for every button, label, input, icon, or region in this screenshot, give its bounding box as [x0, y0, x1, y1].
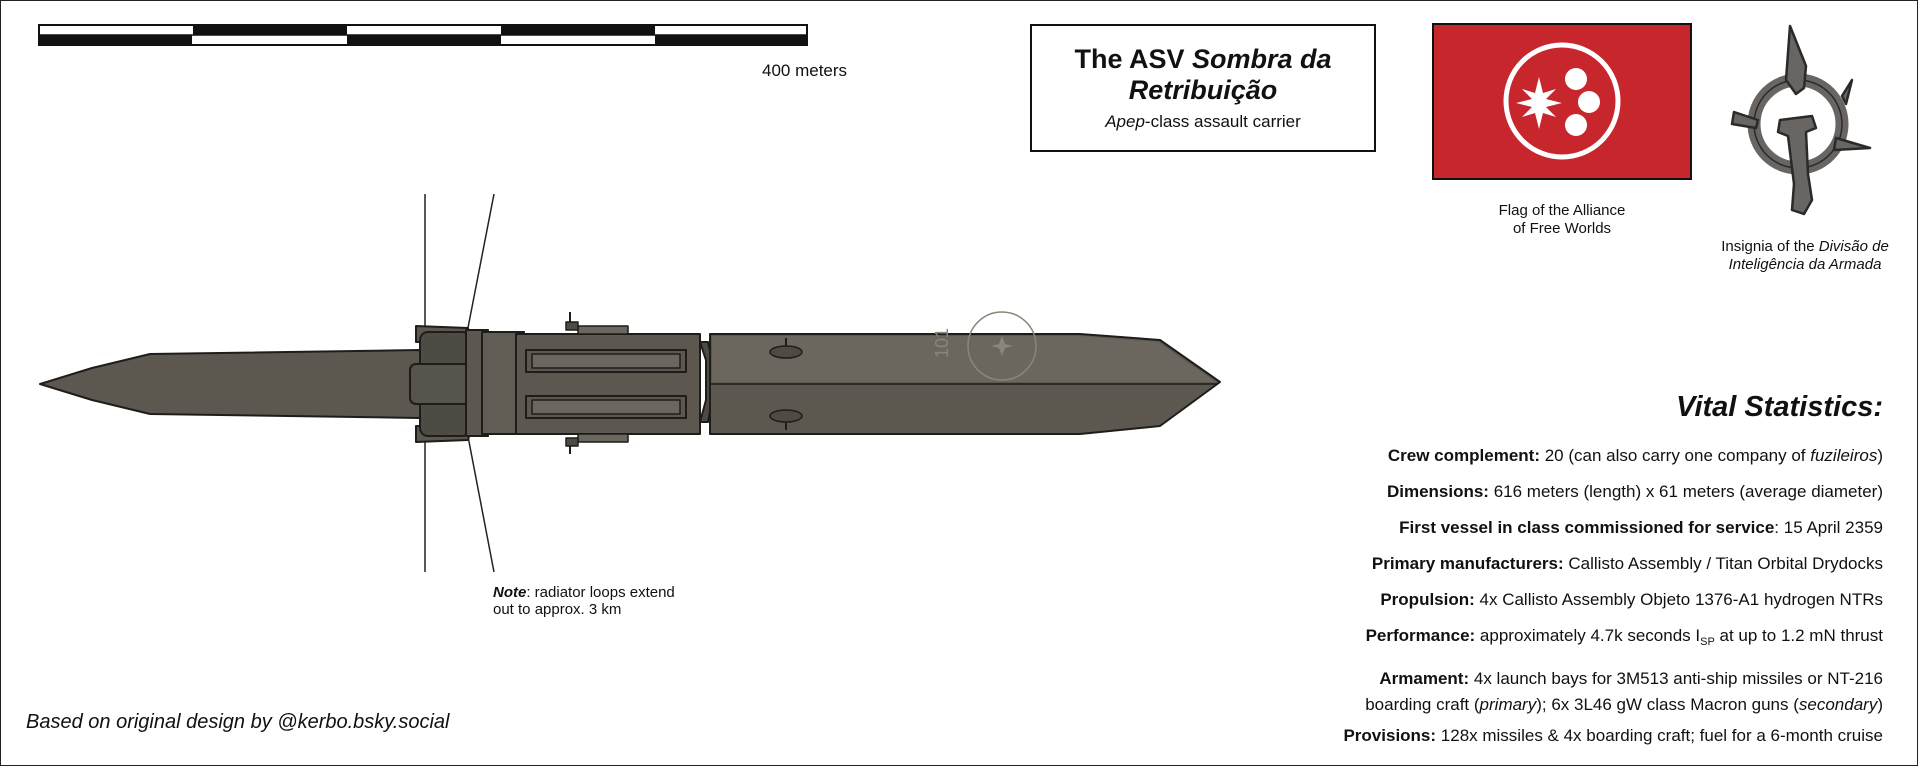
stat-provisions: Provisions: 128x missiles & 4x boarding …: [1343, 726, 1883, 745]
stat-armament: Armament: 4x launch bays for 3M513 anti-…: [1365, 669, 1883, 714]
ship-name-part2: Retribuição: [1128, 75, 1278, 105]
stat-manufacturers: Primary manufacturers: Callisto Assembly…: [1371, 554, 1883, 573]
hull-number: 101: [932, 328, 952, 358]
stat-crew: Crew complement: 20 (can also carry one …: [1387, 446, 1883, 465]
stat-performance: Performance: approximately 4.7k seconds …: [1365, 626, 1883, 648]
stats-heading: Vital Statistics:: [1676, 391, 1883, 423]
ship-title-line2: Retribuição: [1032, 75, 1374, 106]
alliance-flag: [1432, 23, 1692, 180]
title-box: The ASV Sombra da Retribuição Apep-class…: [1030, 24, 1376, 152]
ship-name-part1: Sombra da: [1192, 44, 1332, 74]
ship-class: Apep-class assault carrier: [1105, 112, 1301, 131]
stat-propulsion: Propulsion: 4x Callisto Assembly Objeto …: [1380, 590, 1883, 609]
stat-first-vessel: First vessel in class commissioned for s…: [1399, 518, 1883, 537]
ship-profile: 101: [39, 193, 1221, 573]
insignia-emblem: [1730, 24, 1872, 216]
insignia-caption: Insignia of the Divisão de Inteligência …: [1721, 238, 1889, 273]
scale-bar: [38, 24, 808, 46]
radiator-note: Note: radiator loops extend out to appro…: [493, 584, 675, 618]
ship-title-line1: The ASV Sombra da: [1074, 44, 1332, 74]
flag-caption: Flag of the Alliance of Free Worlds: [1498, 202, 1626, 237]
scale-label: 400 meters: [762, 61, 848, 80]
stats-list: Crew complement: 20 (can also carry one …: [1263, 438, 1883, 754]
stat-dimensions: Dimensions: 616 meters (length) x 61 met…: [1386, 482, 1883, 501]
credit-line: Based on original design by @kerbo.bsky.…: [26, 711, 450, 733]
